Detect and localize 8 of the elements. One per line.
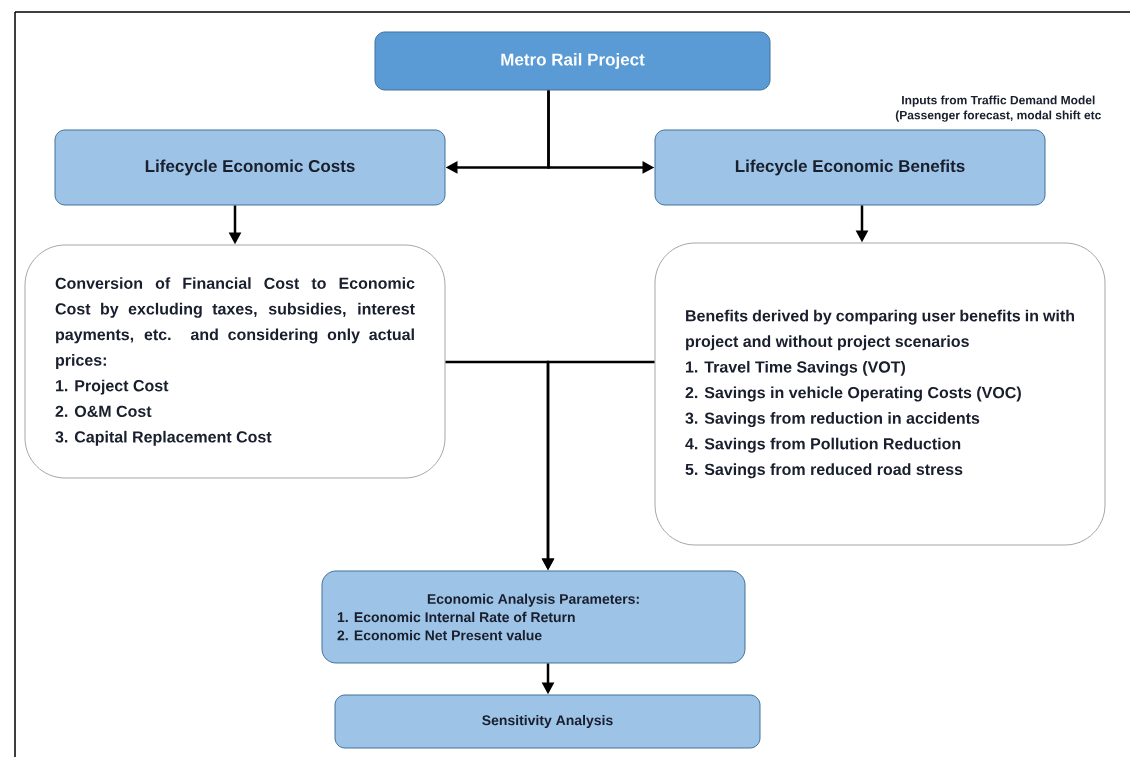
process-box: Lifecycle Economic Costs xyxy=(54,129,446,206)
description-box: Benefits derived by comparing user benefits in with project and without project scenarios 1. Travel Time Savings (VOT) 2. Savings in vehicle Operating Costs (VOC) 3. Savings from reduction in accidents 4. Savings from Pollution Reduction 5. Savings from reduced road stress xyxy=(654,242,1106,546)
note-text: Inputs from Traffic Demand Model (Passenger forecast, modal shift etc xyxy=(895,95,1101,122)
description-box: Conversion of Financial Cost to Economic Cost by excluding taxes, subsidies, interest payments, etc. and considering only actual prices: 1. Project Cost 2. O&M Cost 3. Capital Replacement Cost xyxy=(24,244,446,479)
process-box: Lifecycle Economic Benefits xyxy=(654,129,1046,206)
process-box: Sensitivity Analysis xyxy=(334,694,761,749)
process-box: Economic Analysis Parameters: 1. Economic Internal Rate of Return 2. Economic Net Present value xyxy=(321,570,746,664)
process-box: Metro Rail Project xyxy=(374,31,771,91)
